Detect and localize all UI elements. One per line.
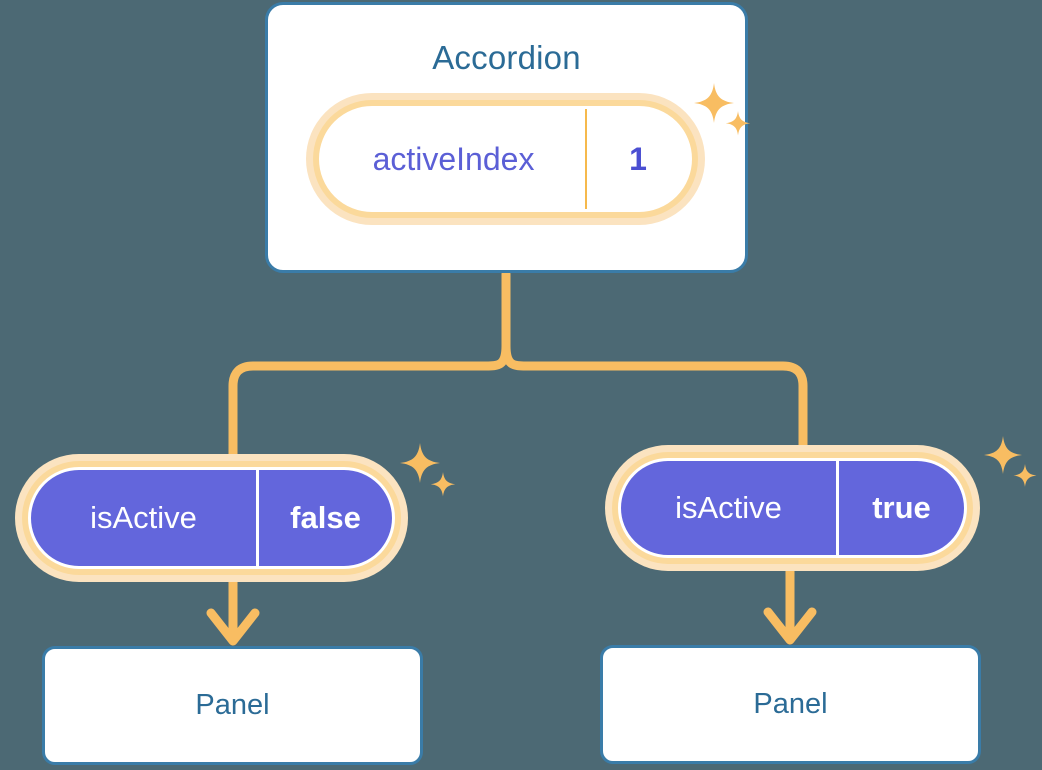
state-pill-activeindex[interactable]: activeIndex 1: [313, 100, 698, 218]
state-key-label: isActive: [621, 461, 839, 555]
panel-title: Panel: [753, 688, 828, 720]
state-value-label: 1: [629, 140, 647, 177]
connector-branch-left: [228, 341, 511, 467]
component-card-panel-right[interactable]: Panel: [600, 645, 981, 764]
panel-title: Panel: [195, 689, 270, 721]
state-pill-body: activeIndex 1: [319, 106, 692, 212]
state-value-label: false: [290, 500, 361, 535]
state-pill-body: isActive false: [28, 467, 395, 569]
state-pill-body: isActive true: [618, 458, 967, 558]
connector-branch-right: [501, 341, 808, 458]
sparkle-icon-left: [398, 443, 458, 505]
state-value-label: true: [872, 490, 931, 525]
arrow-down-icon-left: [206, 575, 260, 646]
sparkle-icon-right: [982, 436, 1040, 496]
arrow-down-icon-right: [763, 564, 817, 645]
state-pill-isactive-true[interactable]: isActive true: [612, 452, 973, 564]
state-key-label: isActive: [31, 470, 259, 566]
state-pill-isactive-false[interactable]: isActive false: [22, 461, 401, 575]
state-key-label: activeIndex: [322, 109, 587, 209]
page-title: Accordion: [432, 39, 581, 76]
component-card-panel-left[interactable]: Panel: [42, 646, 423, 765]
